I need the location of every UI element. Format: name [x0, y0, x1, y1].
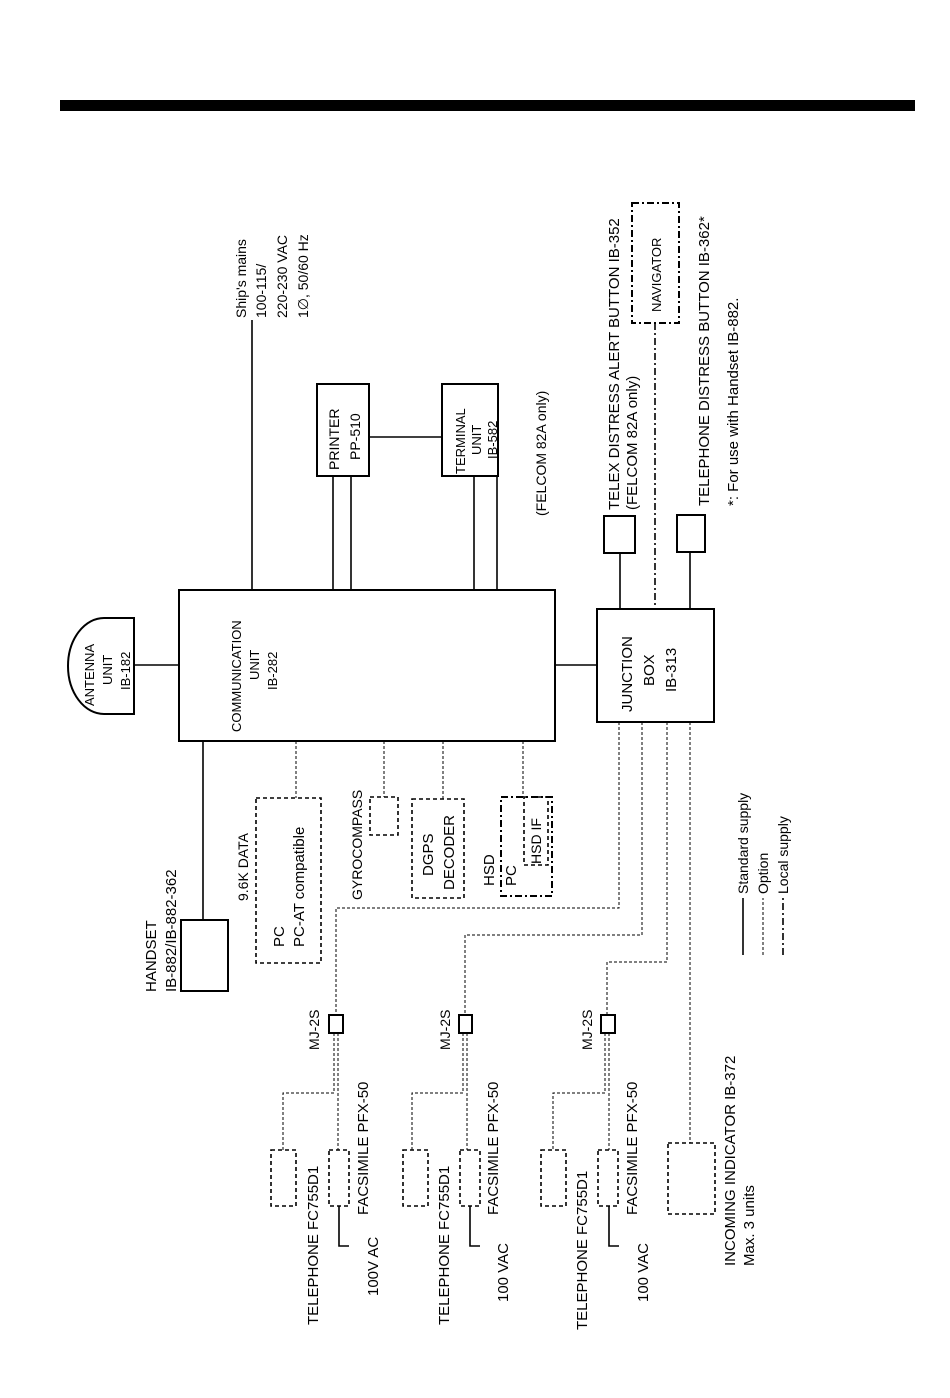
- telephone-label-2: TELEPHONE FC755D1: [436, 1166, 453, 1325]
- junction-box: JUNCTION BOX IB-313: [596, 608, 715, 723]
- mains-line-4: 1∅, 50/60 Hz: [295, 234, 311, 318]
- terminal-set-3: MJ-2S TELEPHONE FC755D1 FACSIMILE PFX-50…: [540, 1010, 652, 1330]
- dgps-decoder-box: [411, 798, 465, 899]
- antenna-label-1: ANTENNA: [82, 644, 97, 706]
- footnote: *: For use with Handset IB-882.: [725, 298, 742, 506]
- antenna-label-3: IB-182: [118, 652, 133, 690]
- hsd-if-label: HSD IF: [528, 818, 544, 864]
- telephone-box-3: [540, 1149, 567, 1207]
- mj2s-jack-1: [328, 1014, 344, 1034]
- comm-label-2: UNIT: [247, 650, 262, 680]
- mj2s-jack-2: [458, 1014, 473, 1034]
- hsd-pc-label: PC: [503, 865, 520, 886]
- telephone-label-3: TELEPHONE FC755D1: [574, 1171, 591, 1330]
- comm-label-1: COMMUNICATION: [229, 620, 244, 732]
- handset-box: [180, 919, 229, 992]
- facsimile-box-3: [597, 1149, 619, 1207]
- incoming-label-1: INCOMING INDICATOR IB-372: [722, 1056, 739, 1266]
- mj2s-label-3: MJ-2S: [579, 1010, 595, 1050]
- telephone-box-2: [402, 1149, 429, 1207]
- header-bar: [60, 100, 915, 111]
- power-label-3: 100 VAC: [635, 1243, 652, 1302]
- facsimile-label-3: FACSIMILE PFX-50: [624, 1082, 641, 1215]
- navigator-label: NAVIGATOR: [649, 238, 664, 312]
- legend-option-label: Option: [755, 853, 771, 894]
- legend-standard-label: Standard supply: [735, 793, 751, 894]
- hsd-label: HSD: [481, 854, 498, 886]
- antenna-label-2: UNIT: [100, 655, 115, 685]
- terminal-label-2: UNIT: [469, 425, 484, 455]
- mj2s-label-2: MJ-2S: [437, 1010, 453, 1050]
- junction-label-3: IB-313: [663, 648, 680, 692]
- printer-label-2: PP-510: [347, 413, 363, 460]
- telex-alert-label: TELEX DISTRESS ALERT BUTTON IB-352: [606, 218, 623, 510]
- junction-label-2: BOX: [641, 654, 658, 686]
- facsimile-label-2: FACSIMILE PFX-50: [485, 1082, 502, 1215]
- ships-mains: Ship's mains 100-115/ 220-230 VAC 1∅, 50…: [233, 234, 311, 318]
- printer-label-1: PRINTER: [326, 409, 342, 470]
- handset-label-2: IB-882/IB-882-362: [163, 869, 180, 992]
- printer-unit: PRINTER PP-510: [316, 383, 370, 477]
- incoming-label-2: Max. 3 units: [741, 1185, 758, 1266]
- pc-label-1: PC: [271, 926, 288, 947]
- telephone-label-1: TELEPHONE FC755D1: [305, 1166, 322, 1325]
- pc-label-2: PC-AT compatible: [291, 827, 308, 947]
- mains-line-1: Ship's mains: [233, 239, 249, 318]
- pc-data-label: 9.6K DATA: [235, 832, 251, 901]
- legend: Standard supply Option Local supply: [735, 793, 791, 955]
- terminal-set-2: MJ-2S TELEPHONE FC755D1 FACSIMILE PFX-50…: [402, 1010, 512, 1325]
- incoming-indicator-box: [667, 1142, 716, 1215]
- terminal-label-3: IB-582: [485, 421, 500, 459]
- pc-box: [255, 797, 322, 964]
- facsimile-box-1: [328, 1149, 350, 1207]
- terminal-label-1: TERMINAL: [453, 408, 468, 474]
- mains-line-2: 100-115/: [253, 264, 269, 318]
- dgps-label-2: DECODER: [441, 815, 458, 890]
- mains-line-3: 220-230 VAC: [274, 235, 290, 318]
- mj2s-jack-3: [600, 1014, 616, 1034]
- facsimile-box-2: [459, 1149, 481, 1207]
- telex-alert-button: [603, 515, 636, 554]
- telephone-box-1: [270, 1149, 297, 1207]
- tel-distress-button: [676, 514, 706, 553]
- power-label-1: 100V AC: [365, 1237, 382, 1296]
- communication-unit: COMMUNICATION UNIT IB-282: [178, 589, 556, 742]
- terminal-set-1: MJ-2S TELEPHONE FC755D1 FACSIMILE PFX-50…: [270, 1010, 382, 1325]
- telex-alert-note: (FELCOM 82A only): [624, 376, 641, 510]
- terminal-note: (FELCOM 82A only): [533, 391, 549, 516]
- tel-distress-label: TELEPHONE DISTRESS BUTTON IB-362*: [696, 216, 713, 506]
- dgps-label-1: DGPS: [420, 833, 437, 876]
- gyrocompass-box: [369, 796, 399, 836]
- facsimile-label-1: FACSIMILE PFX-50: [355, 1082, 372, 1215]
- hsd-if-box: [523, 796, 549, 866]
- power-label-2: 100 VAC: [495, 1243, 512, 1302]
- terminal-unit: TERMINAL UNIT IB-582: [441, 383, 500, 477]
- junction-label-1: JUNCTION: [619, 636, 636, 712]
- gyrocompass-label: GYROCOMPASS: [349, 790, 365, 900]
- handset-label-1: HANDSET: [143, 920, 160, 992]
- legend-local-label: Local supply: [775, 816, 791, 894]
- antenna-unit: ANTENNA UNIT IB-182: [67, 617, 135, 715]
- mj2s-label-1: MJ-2S: [306, 1010, 322, 1050]
- comm-label-3: IB-282: [265, 652, 280, 690]
